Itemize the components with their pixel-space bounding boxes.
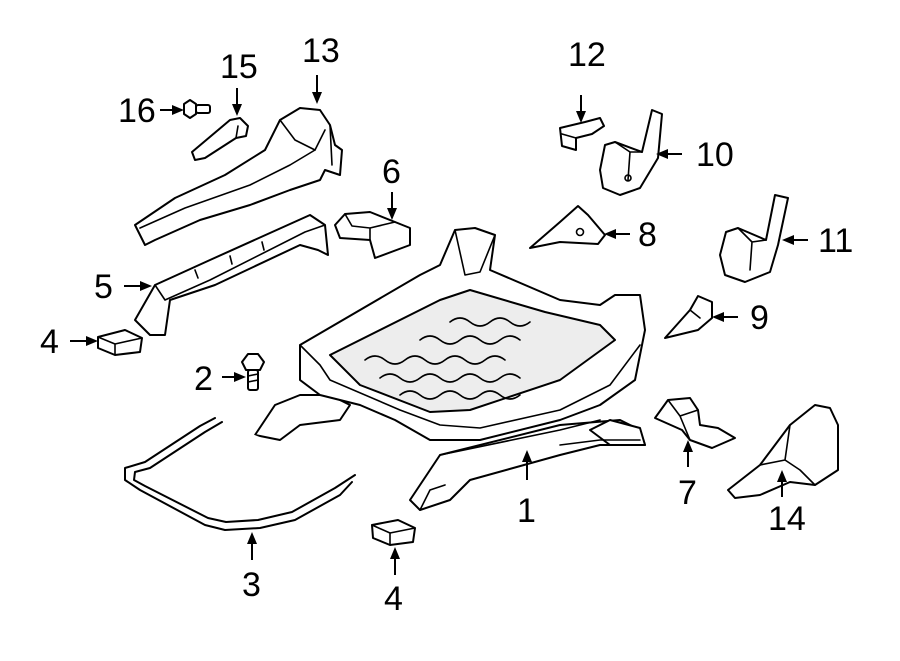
callout-5: 5 bbox=[94, 268, 113, 306]
callout-3: 3 bbox=[242, 566, 261, 604]
callout-arrows bbox=[70, 75, 808, 575]
part-15-lever bbox=[191, 117, 249, 161]
callout-4-lower: 4 bbox=[384, 580, 403, 618]
callout-15: 15 bbox=[220, 48, 258, 86]
part-2-bolt bbox=[241, 353, 265, 391]
callout-12: 12 bbox=[568, 36, 606, 74]
callout-14: 14 bbox=[768, 500, 806, 538]
part-12-clip bbox=[559, 117, 605, 151]
callout-6: 6 bbox=[382, 153, 401, 191]
callout-7: 7 bbox=[678, 474, 697, 512]
part-1-seat-frame bbox=[254, 227, 646, 511]
callout-8: 8 bbox=[638, 216, 657, 254]
callout-4-upper: 4 bbox=[40, 323, 59, 361]
part-10-hinge-cover bbox=[599, 109, 663, 196]
part-13-side-shield bbox=[134, 107, 343, 246]
part-3-wire bbox=[124, 417, 356, 531]
callout-1: 1 bbox=[517, 492, 536, 530]
part-16-screw bbox=[183, 99, 211, 119]
callout-9: 9 bbox=[750, 299, 769, 337]
part-5-rail-cover bbox=[134, 214, 329, 336]
callout-labels: 1 2 3 4 4 5 6 7 8 9 10 11 12 13 14 15 16 bbox=[40, 32, 853, 618]
part-11-hinge-cover bbox=[719, 194, 789, 283]
callout-10: 10 bbox=[696, 136, 734, 174]
part-14-cover bbox=[727, 404, 839, 499]
part-9-plate bbox=[664, 295, 713, 339]
part-6-cap bbox=[334, 211, 411, 259]
part-7-bracket bbox=[654, 397, 736, 449]
callout-2: 2 bbox=[194, 360, 213, 398]
callout-11: 11 bbox=[818, 222, 853, 260]
callout-13: 13 bbox=[302, 32, 340, 70]
part-8-plate bbox=[529, 205, 606, 249]
callout-16: 16 bbox=[118, 92, 156, 130]
part-4-pad-upper bbox=[97, 329, 143, 356]
part-4-pad-lower bbox=[371, 519, 416, 546]
